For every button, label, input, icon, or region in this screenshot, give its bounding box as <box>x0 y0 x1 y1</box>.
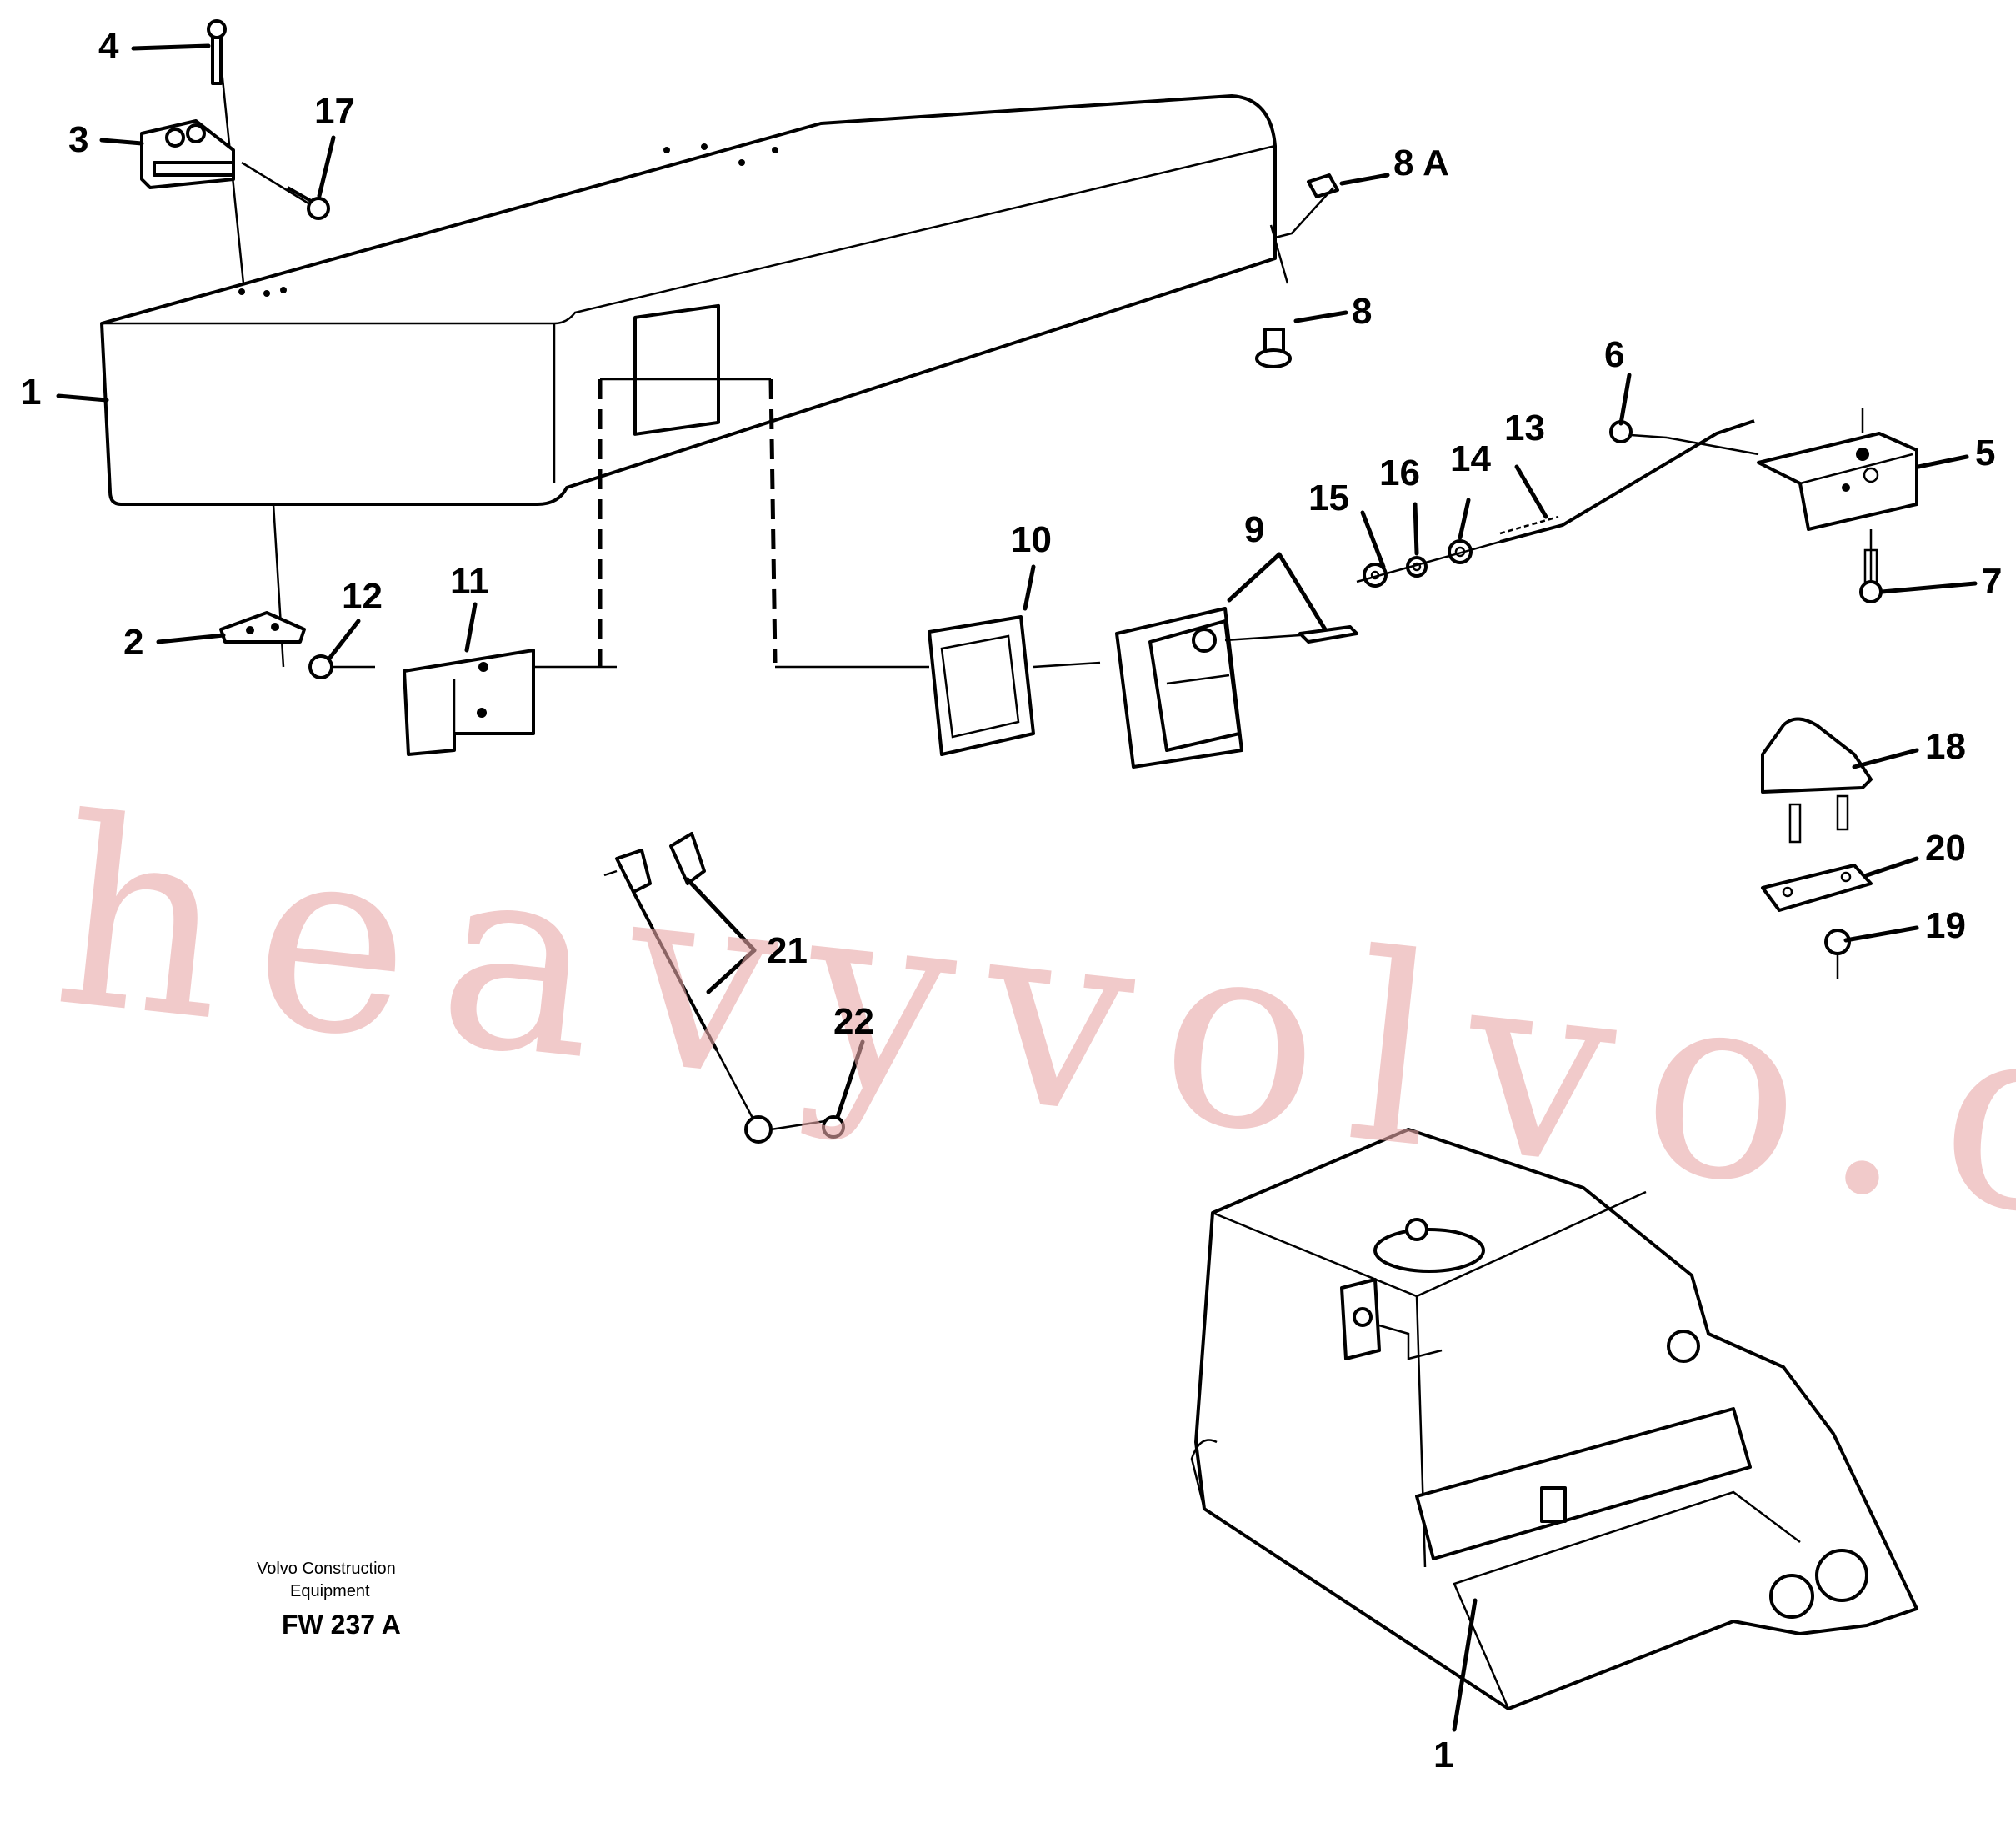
callout-3: 3 <box>68 119 88 160</box>
footer-drawing-code: FW 237 A <box>282 1610 401 1640</box>
callout-20: 20 <box>1925 828 1966 869</box>
nut-19 <box>1824 929 1851 979</box>
latch-bracket-5 <box>1757 432 1918 531</box>
callout-19: 19 <box>1925 905 1966 946</box>
axis-6 <box>1666 436 1759 456</box>
cover-panel <box>100 94 1277 506</box>
gasket-10 <box>928 615 1035 756</box>
screw-6 <box>1609 420 1668 443</box>
callout-5: 5 <box>1975 433 1995 473</box>
guide-10-right <box>1033 661 1101 669</box>
callout-15: 15 <box>1308 478 1349 518</box>
callout-9: 9 <box>1244 509 1264 550</box>
bolt-17 <box>241 161 330 220</box>
footer-company: Volvo Construction <box>257 1560 396 1578</box>
callout-16: 16 <box>1379 453 1420 493</box>
foot-8 <box>1255 328 1292 368</box>
key-9 <box>1298 625 1358 644</box>
callout-1-top: 1 <box>21 372 41 413</box>
callout-18: 18 <box>1925 726 1966 767</box>
callout-11: 11 <box>450 561 489 602</box>
watermark: heavyvolvo.com <box>43 763 2016 1328</box>
bracket-18 <box>1761 717 1873 844</box>
nut-8a <box>1274 173 1339 239</box>
washer-14 <box>1448 539 1473 564</box>
callout-12: 12 <box>342 576 383 617</box>
washer-16 <box>1406 556 1428 578</box>
callout-8a: 8 A <box>1393 143 1449 183</box>
leader-lines <box>56 43 1978 1732</box>
axis-washers <box>1356 540 1501 583</box>
callout-6: 6 <box>1604 334 1624 375</box>
dashed-guide-right <box>768 378 778 664</box>
callout-7: 7 <box>1982 561 2002 602</box>
handle-9 <box>1115 607 1243 769</box>
bolt-12 <box>308 654 375 679</box>
callout-2: 2 <box>123 622 143 663</box>
callout-4: 4 <box>98 26 119 67</box>
callout-22: 22 <box>833 1001 874 1042</box>
callout-10: 10 <box>1011 519 1052 560</box>
washer-22 <box>822 1115 845 1139</box>
callout-17: 17 <box>314 91 355 132</box>
axis-8 <box>1269 224 1289 284</box>
callout-8: 8 <box>1352 291 1372 332</box>
bolt-7 <box>1859 529 1883 603</box>
plate-20 <box>1761 864 1873 912</box>
bolt-4 <box>207 19 227 85</box>
rod-13 <box>1499 419 1755 543</box>
machine-assembly <box>1190 1128 1918 1710</box>
callout-14: 14 <box>1450 438 1491 479</box>
bracket-11 <box>403 649 535 756</box>
hinge-3 <box>140 119 235 189</box>
callout-1-bottom: 1 <box>1433 1735 1453 1775</box>
callout-13: 13 <box>1504 408 1545 448</box>
washer-15 <box>1363 563 1388 588</box>
footer-company-line2: Equipment <box>290 1582 370 1600</box>
callout-21: 21 <box>767 930 808 971</box>
guide-9 <box>1224 634 1301 642</box>
gas-spring-21 <box>603 832 826 1144</box>
hinge-2 <box>219 611 306 644</box>
